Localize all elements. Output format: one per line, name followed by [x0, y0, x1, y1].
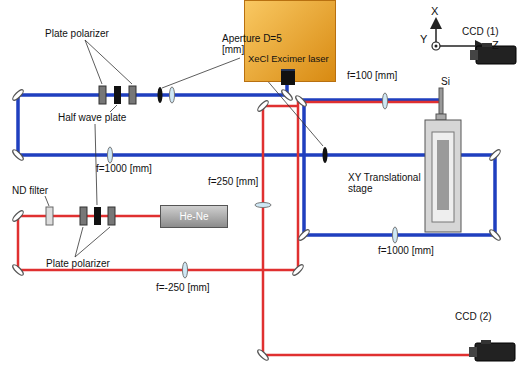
laser-nozzle	[281, 69, 295, 85]
axis-label: Y	[420, 34, 427, 45]
node-text: He-Ne	[180, 211, 209, 222]
camera-lens	[469, 347, 477, 357]
node-text: XeCl Excimer laser	[248, 53, 329, 64]
node-text: CCD (2)	[455, 311, 492, 322]
camera-lens	[470, 50, 478, 60]
hene-beam	[18, 102, 470, 355]
part-label: f=250 [mm]	[208, 176, 258, 187]
camera-top	[482, 43, 492, 47]
axis-label: X	[431, 6, 438, 17]
part-label: f=1000 [mm]	[378, 245, 434, 256]
laser-box: He-Ne	[160, 205, 228, 228]
leader-line	[45, 40, 323, 257]
camera-body	[475, 343, 515, 361]
part-label: Aperture D=5 [mm]	[222, 33, 284, 55]
axis-label: Z	[492, 40, 499, 51]
part-label: f=100 [mm]	[347, 70, 397, 81]
mirror	[11, 88, 501, 361]
part-label: ND filter	[12, 185, 48, 196]
camera-top	[481, 340, 491, 344]
part-label: Plate polarizer	[46, 258, 110, 269]
part-label: Half wave plate	[58, 112, 126, 123]
node-text: CCD (1)	[462, 26, 499, 37]
polarizer	[46, 86, 136, 225]
excimer-beam	[18, 82, 495, 235]
part-label: f=-250 [mm]	[156, 282, 210, 293]
part-label: XY Translational stage	[348, 172, 426, 194]
camera-icon	[467, 339, 517, 363]
sample-stage	[425, 88, 461, 232]
ccd-camera: CCD (1)	[462, 26, 518, 68]
aperture	[158, 87, 328, 163]
part-label: f=1000 [mm]	[96, 163, 152, 174]
part-label: Plate polarizer	[45, 28, 109, 39]
ccd-camera: CCD (2)	[455, 311, 517, 365]
part-label: Si	[441, 76, 450, 87]
